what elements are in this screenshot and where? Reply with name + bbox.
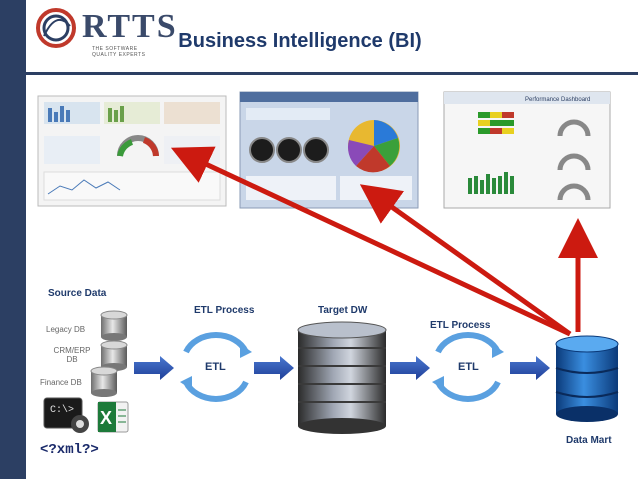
svg-text:X: X [100,408,112,428]
flow-arrow-etl-to-dw [254,356,294,380]
flow-arrow-dw-to-etl [390,356,430,380]
target-dw-label: Target DW [318,305,367,316]
legacy-db-cylinder [101,311,127,341]
flow-arrow-etl-to-mart [510,356,550,380]
etl-badge-1: ETL [205,361,226,373]
legacy-db-label: Legacy DB [46,325,85,334]
etl-process-label-2: ETL Process [430,320,490,331]
source-data-label: Source Data [48,288,106,299]
svg-text:C:\>: C:\> [50,404,74,416]
dashboard-thumbnail-3: Performance Dashboard [444,92,610,208]
etl-badge-2: ETL [458,361,479,373]
finance-db-label: Finance DB [40,378,82,387]
dashboard-thumbnail-1 [38,96,226,206]
terminal-icon: C:\> [44,398,89,433]
xml-source-label: <?xml?> [40,442,99,458]
arrow-to-dashboard-2 [368,190,570,334]
data-mart-cylinder [556,336,618,422]
etl-process-label-1: ETL Process [194,305,254,316]
dashboard-3-title: Performance Dashboard [525,97,590,103]
finance-db-cylinder [91,367,117,397]
crm-erp-db-cylinder [101,341,127,371]
crm-erp-db-label: CRM/ERP DB [52,346,92,364]
flow-arrow-sources-to-etl [134,356,174,380]
excel-icon: X [98,402,128,432]
target-dw-cylinder [298,322,386,434]
data-mart-label: Data Mart [566,435,612,446]
